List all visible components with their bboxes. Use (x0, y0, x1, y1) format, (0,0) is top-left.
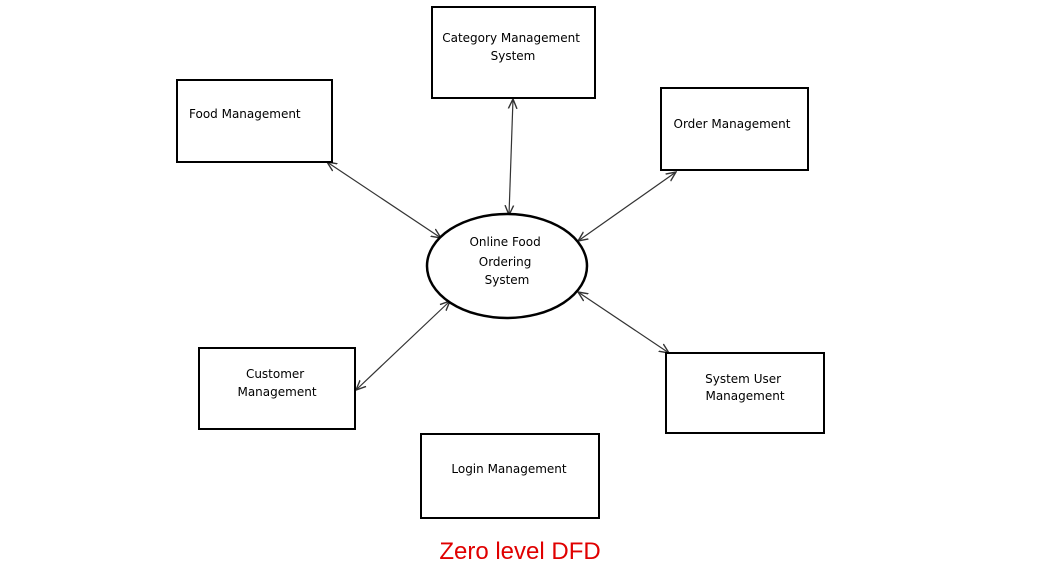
entity-label: Food Management (189, 107, 301, 121)
entity-label: System User Management (705, 372, 785, 403)
entity-label-line: Management (705, 389, 784, 403)
entity-label-line: Food Management (189, 107, 301, 121)
entity-label-line: Login Management (451, 462, 567, 476)
flow-order-center (578, 172, 676, 241)
entity-box (198, 347, 356, 430)
data-flows (327, 99, 676, 390)
entity-box (660, 87, 809, 171)
entity-customer-management: Customer Management (198, 347, 356, 430)
entity-label-line: System User (705, 372, 781, 386)
entity-label: Category Management System (442, 31, 584, 63)
entity-box (420, 433, 600, 519)
entity-box (431, 6, 596, 99)
entity-category-management: Category Management System (431, 6, 596, 99)
entity-label: Order Management (674, 117, 791, 131)
entity-login-management: Login Management (420, 433, 600, 519)
entity-label-line: System (491, 49, 536, 63)
entity-order-management: Order Management (660, 87, 809, 171)
entity-label-line: Customer (246, 367, 304, 381)
entity-label-line: Order Management (674, 117, 791, 131)
process-online-food-ordering-system: Online Food Ordering System (425, 212, 589, 320)
entity-label-line: Management (237, 385, 316, 399)
entity-label: Customer Management (237, 367, 316, 399)
flow-systemuser-center (578, 292, 669, 353)
entity-system-user-management: System User Management (665, 352, 825, 434)
process-label: Online Food Ordering System (469, 235, 544, 287)
flow-customer-center (356, 301, 450, 390)
flow-category-center (509, 99, 513, 215)
process-ellipse (425, 212, 589, 320)
entity-box (665, 352, 825, 434)
process-label-line: System (485, 273, 530, 287)
entity-food-management: Food Management (176, 79, 333, 163)
process-label-line: Online Food (469, 235, 540, 249)
diagram-caption: Zero level DFD (439, 538, 601, 565)
process-label-line: Ordering (479, 255, 532, 269)
flow-food-center (327, 162, 441, 238)
entity-box (176, 79, 333, 163)
entity-label-line: Category Management (442, 31, 580, 45)
entity-label: Login Management (451, 462, 567, 476)
